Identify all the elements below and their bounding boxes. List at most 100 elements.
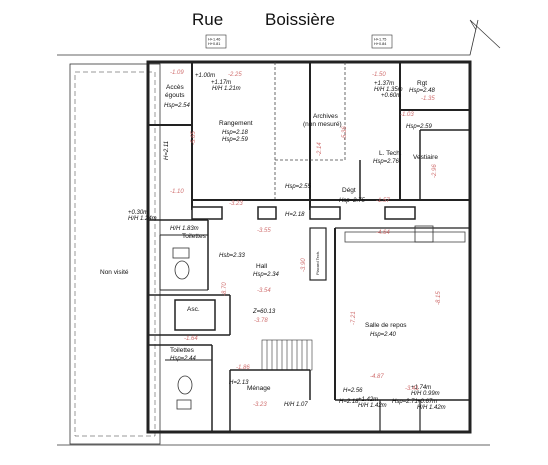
street-label-rue: Rue bbox=[192, 10, 223, 29]
altitude-label: -2.14 bbox=[317, 142, 323, 156]
room-hsp2-rangement: Hsp=2.59 bbox=[222, 137, 249, 143]
dim-label: H=2.18 bbox=[339, 399, 359, 405]
room-label-ltech: L. Tech. bbox=[379, 150, 402, 157]
placard-tech bbox=[309, 227, 327, 281]
elevator-shaft bbox=[174, 299, 216, 331]
dim-label: +1.00m bbox=[195, 73, 215, 79]
kitchen-sink-icon bbox=[414, 225, 434, 243]
pillar bbox=[191, 206, 223, 220]
room-label-archives-note: (non mesuré) bbox=[303, 121, 342, 128]
dim-label: H/H 1.42m bbox=[417, 405, 446, 411]
room-hsp-salle-de-repos: Hsp=2.40 bbox=[370, 332, 397, 338]
altitude-label: -8.15 bbox=[436, 291, 442, 305]
altitude-label: -1.03 bbox=[400, 112, 414, 118]
altitude-label: -1.10 bbox=[170, 189, 184, 195]
sink-icon bbox=[172, 247, 190, 259]
dim-label: +1.74m bbox=[411, 385, 431, 391]
altitude-label: -3.90 bbox=[301, 258, 307, 272]
room-label-placard: Placard Tech. bbox=[315, 251, 320, 275]
dim-label: +0.30m bbox=[128, 210, 148, 216]
room-label-toilettes-1: Toilettes bbox=[182, 233, 207, 240]
dim-label: H/H 1.07 bbox=[284, 402, 308, 408]
altitude-label: -1.64 bbox=[184, 336, 198, 342]
room-hsp-rangement: Hsp=2.18 bbox=[222, 130, 249, 136]
dim-label: H/H 0.99m bbox=[411, 391, 440, 397]
room-hsp-rgt: Hsp=2.48 bbox=[409, 88, 436, 94]
pillar bbox=[257, 206, 277, 220]
room-label-toilettes-2: Toilettes bbox=[170, 347, 195, 354]
dim-label: +0.60m bbox=[381, 93, 401, 99]
dim-label: Hsp=2.59 bbox=[406, 124, 433, 130]
altitude-label: -5.65 bbox=[191, 131, 197, 145]
dimension-box bbox=[205, 34, 227, 49]
altitude-label: -2.25 bbox=[228, 72, 242, 78]
room-label-rangement: Rangement bbox=[219, 120, 253, 127]
altitude-label: -7.21 bbox=[351, 311, 357, 325]
dimension-box bbox=[371, 34, 393, 49]
altitude-label: -1.57 bbox=[376, 198, 390, 204]
dim-label: H=2.11 bbox=[164, 141, 170, 160]
dim-label: H=2.13 bbox=[229, 380, 249, 386]
altitude-label: -4.87 bbox=[370, 374, 384, 380]
room-label-rgt: Rgt bbox=[417, 80, 427, 87]
dim-label: H/H 1.21m bbox=[212, 86, 241, 92]
altitude-label: -3.23 bbox=[229, 201, 243, 207]
room-label-asc: Asc. bbox=[187, 306, 200, 313]
room-label-archives: Archives bbox=[313, 113, 339, 120]
room-label-vestiaire: Vestiaire bbox=[413, 154, 438, 161]
north-arrow-icon bbox=[469, 19, 501, 49]
sink-icon bbox=[176, 399, 192, 410]
dim-label: H/H 1.42m bbox=[358, 403, 387, 409]
non-visite-dashed bbox=[74, 71, 156, 437]
room-label-hall: Hall bbox=[256, 263, 268, 270]
room-label-egouts: égouts bbox=[165, 92, 185, 99]
room-label-menage: Ménage bbox=[247, 385, 271, 392]
altitude-label: -1.50 bbox=[372, 72, 386, 78]
staircase bbox=[261, 339, 313, 371]
dim-label: H=2.56 bbox=[343, 388, 363, 394]
facade-line bbox=[57, 19, 479, 56]
dim-label: H/H 1.35m bbox=[374, 87, 403, 93]
dim-label: H=2.18 bbox=[285, 212, 305, 218]
dim-label: H/H 1.24m bbox=[128, 216, 157, 222]
dim-label: H/H 1.83m bbox=[170, 226, 199, 232]
room-label-non-visite: Non visité bbox=[100, 269, 129, 276]
room-label-acces: Accès bbox=[166, 84, 184, 91]
dim-label: Hsp=2.55 bbox=[285, 184, 312, 190]
altitude-label: -4.64 bbox=[376, 230, 390, 236]
pillar bbox=[309, 206, 341, 220]
room-hsp-hall: Hsp=2.34 bbox=[253, 272, 280, 278]
altitude-label: -1.09 bbox=[170, 70, 184, 76]
altitude-label: -3.23 bbox=[253, 402, 267, 408]
dim-label: +1.37m bbox=[374, 81, 394, 87]
altitude-z-label: Z=60.13 bbox=[252, 309, 276, 315]
room-label-salle-de-repos: Salle de repos bbox=[365, 322, 407, 329]
altitude-label: -2.96 bbox=[432, 164, 438, 178]
street-label-boissiere: Boissière bbox=[265, 10, 335, 29]
room-hsp-toilettes-2: Hsp=2.44 bbox=[170, 356, 197, 362]
room-hsp-acces: Hsp=2.54 bbox=[164, 103, 191, 109]
dim-label: +0.67m bbox=[417, 399, 437, 405]
dim-label: Hsb=2.33 bbox=[219, 253, 246, 259]
altitude-label: -1.35 bbox=[421, 96, 435, 102]
altitude-label: -3.55 bbox=[257, 228, 271, 234]
toilet-icon bbox=[177, 375, 193, 395]
dim-label: +1.42m bbox=[358, 397, 378, 403]
altitude-label: -8.70 bbox=[222, 282, 228, 296]
kitchen-counter bbox=[344, 231, 466, 243]
room-hsp-degt: Hsp=2.75 bbox=[339, 198, 366, 204]
altitude-label: -5.36 bbox=[342, 126, 348, 140]
dim-label: Hsp=2.71 bbox=[392, 399, 418, 405]
altitude-label: -3.54 bbox=[257, 288, 271, 294]
altitude-label: -1.86 bbox=[236, 365, 250, 371]
room-hsp-ltech: Hsp=2.76 bbox=[373, 159, 400, 165]
dim-label: +1.17m bbox=[211, 80, 231, 86]
pillar bbox=[384, 206, 416, 220]
altitude-label: -3.41 bbox=[405, 386, 419, 392]
room-label-degt: Dégt bbox=[342, 187, 356, 194]
toilet-icon bbox=[174, 260, 190, 280]
altitude-label: -3.78 bbox=[254, 318, 268, 324]
